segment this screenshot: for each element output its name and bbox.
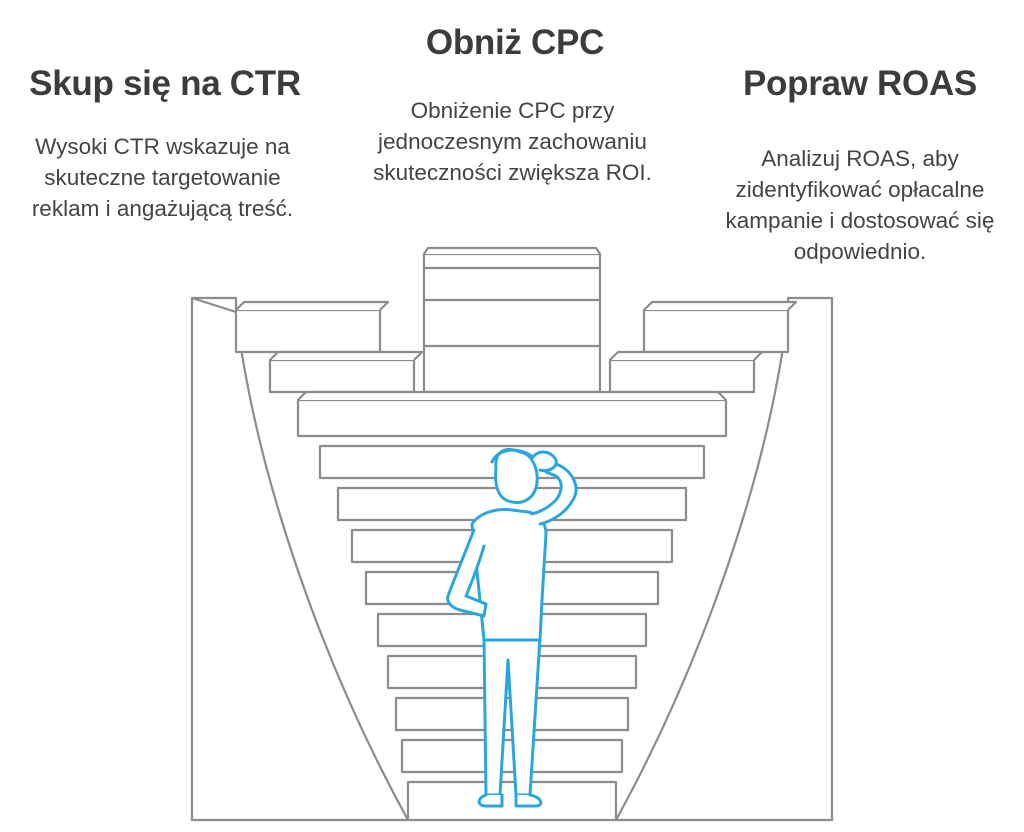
left-wall-face (191, 296, 237, 314)
center-column (422, 252, 602, 394)
stair-9 (406, 780, 618, 822)
left-step-1 (234, 308, 382, 354)
stair-wide (296, 398, 728, 438)
right-step-2 (608, 358, 756, 394)
stair-8 (400, 738, 624, 774)
person-figure (446, 448, 578, 808)
description-cpc: Obniżenie CPC przy jednoczesnym zachowan… (373, 98, 652, 185)
description-ctr: Wysoki CTR wskazuje na skuteczne targeto… (31, 134, 294, 221)
heading-roas: Popraw ROAS (743, 64, 977, 103)
left-step-2 (268, 358, 416, 394)
heading-cpc: Obniż CPC (425, 23, 605, 62)
heading-ctr: Skup się na CTR (29, 64, 301, 103)
right-step-1 (642, 308, 790, 354)
description-roas: Analizuj ROAS, aby zidentyfikować opłaca… (725, 146, 995, 264)
